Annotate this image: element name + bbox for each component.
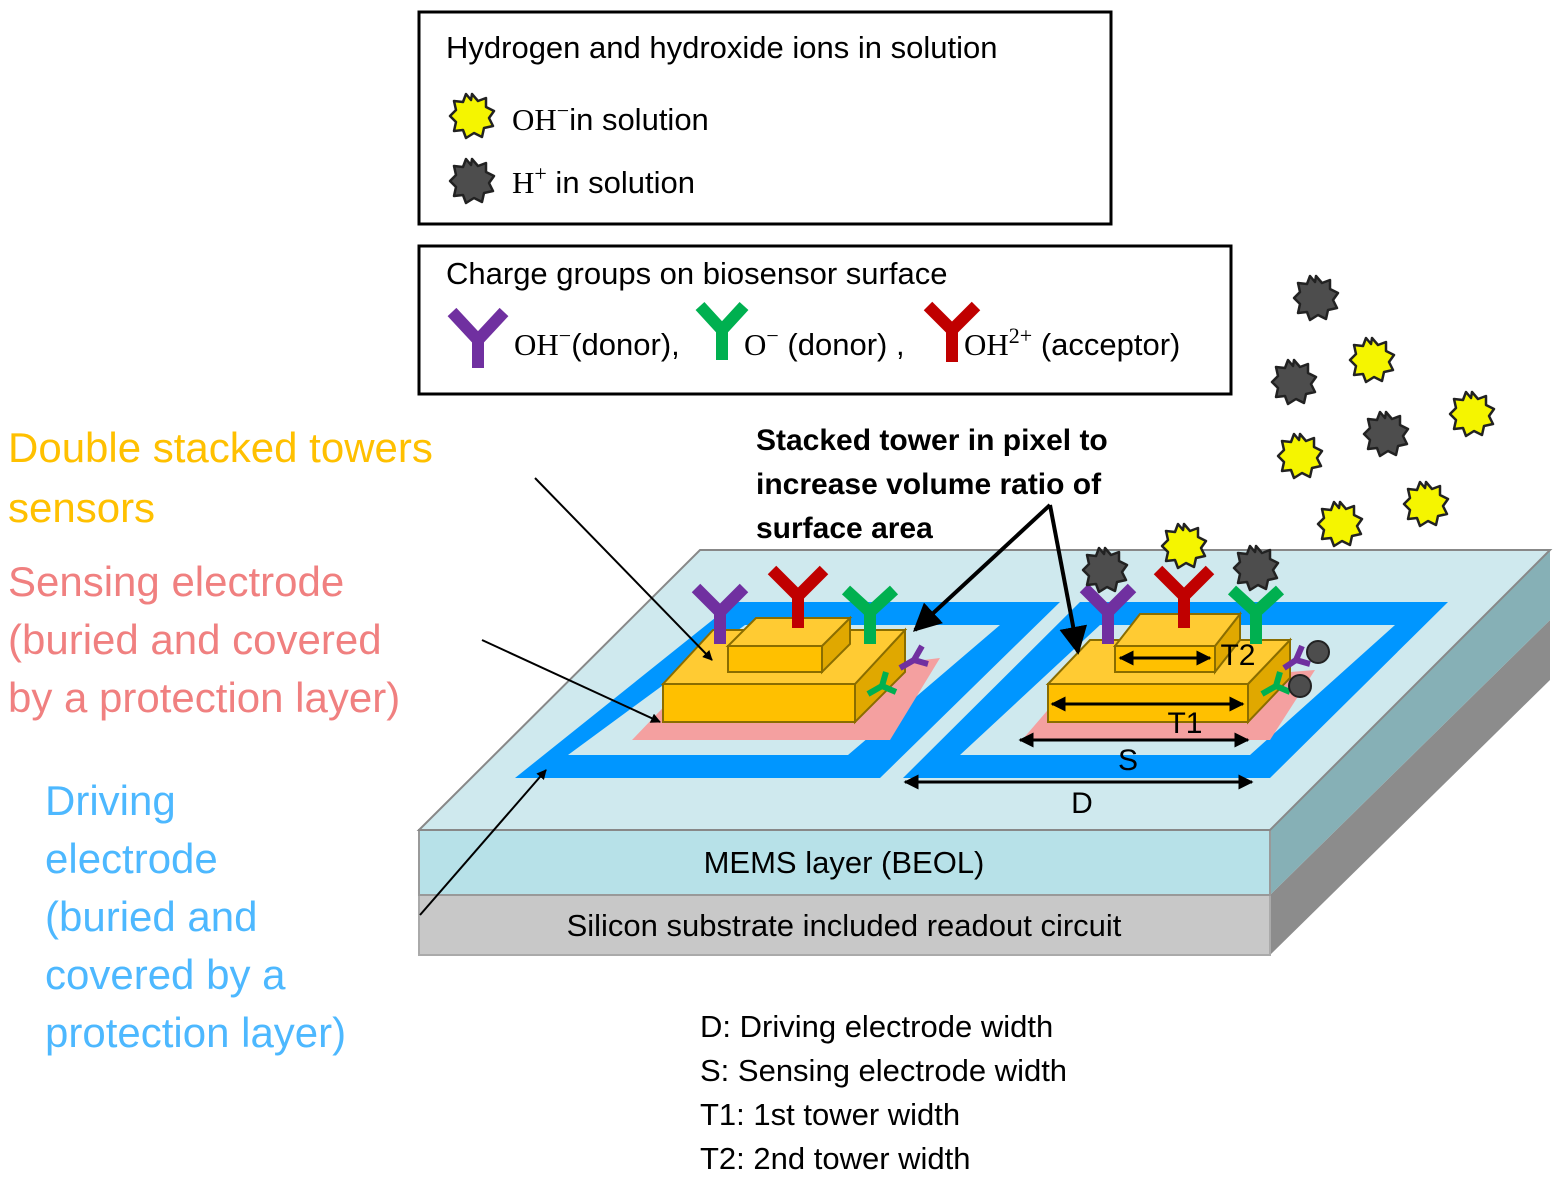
purple-y-right-tower xyxy=(1079,583,1137,644)
driving-label-line3: (buried and xyxy=(45,893,257,940)
oh2-acceptor-charge: 2+ xyxy=(1009,323,1032,348)
sensing-label-line3: by a protection layer) xyxy=(8,674,400,721)
substrate-side-face xyxy=(1270,620,1550,955)
small-h-ion-1 xyxy=(1306,640,1330,664)
oh-ion-charge: − xyxy=(557,98,569,123)
green-y-left-tower xyxy=(841,585,899,644)
small-h-ion-2 xyxy=(1288,674,1312,698)
mems-layer xyxy=(418,829,1271,896)
leader-lines xyxy=(419,477,713,916)
driving-label-line5: protection layer) xyxy=(45,1009,346,1056)
o-donor-charge: − xyxy=(766,323,778,348)
o-donor-symbol: O xyxy=(744,327,766,362)
h-ion-text: in solution xyxy=(547,165,695,200)
stacked-arrow-left xyxy=(912,503,1052,632)
towers-leader xyxy=(534,477,713,661)
stacked-label-line1: Stacked tower in pixel to xyxy=(756,424,1108,457)
oh-ion-text: in solution xyxy=(569,102,709,137)
h-ion-icon xyxy=(1270,358,1318,406)
h-ion-symbol: H xyxy=(512,165,534,200)
red-y-icon xyxy=(923,301,981,362)
t2-label: T2 xyxy=(1220,639,1255,672)
h-ion-charge: + xyxy=(534,161,546,186)
definition-t1: T1: 1st tower width xyxy=(700,1097,960,1132)
oh-donor-symbol: OH xyxy=(514,327,559,362)
ions-legend-box xyxy=(417,10,1113,226)
oh-ion-icon xyxy=(1402,480,1450,528)
towers-label-line1: Double stacked towers xyxy=(8,424,433,471)
driving-label-line2: electrode xyxy=(45,835,218,882)
driving-electrode-right xyxy=(903,602,1448,778)
green-y-right-side xyxy=(1260,671,1292,697)
substrate-layer xyxy=(418,894,1271,956)
charge-groups-legend-title: Charge groups on biosensor surface xyxy=(446,256,947,291)
sensing-label-line2: (buried and covered xyxy=(8,616,382,663)
definitions-list: D: Driving electrode width S: Sensing el… xyxy=(700,1009,1067,1176)
sensing-label: Sensing electrode (buried and covered by… xyxy=(8,558,400,721)
mems-side-face xyxy=(1270,550,1550,895)
ions-legend-title: Hydrogen and hydroxide ions in solution xyxy=(446,30,997,65)
purple-y-right-side xyxy=(1282,644,1311,671)
svg-text:OH2+ (acceptor): OH2+ (acceptor) xyxy=(964,323,1180,362)
oh2-acceptor-text: (acceptor) xyxy=(1032,327,1180,362)
red-y-right-tower xyxy=(1153,565,1215,628)
mems-layer-label: MEMS layer (BEOL) xyxy=(704,845,985,880)
purple-y-icon xyxy=(447,307,509,368)
svg-text:OH−(donor),: OH−(donor), xyxy=(514,323,680,362)
svg-text:H+ in solution: H+ in solution xyxy=(512,161,695,200)
towers-label-line2: sensors xyxy=(8,484,155,531)
s-label: S xyxy=(1118,744,1138,777)
svg-text:O− (donor) ,: O− (donor) , xyxy=(744,323,905,362)
green-y-left-side xyxy=(866,671,898,697)
dimension-arrows xyxy=(903,650,1254,790)
stacked-tower-annotation: Stacked tower in pixel to increase volum… xyxy=(756,424,1108,655)
h-ion-icon xyxy=(1292,274,1340,322)
towers-label: Double stacked towers sensors xyxy=(8,424,433,531)
driving-label-line1: Driving xyxy=(45,777,176,824)
charge-groups-legend-box xyxy=(417,244,1233,396)
green-y-right-tower xyxy=(1227,585,1285,644)
definition-d: D: Driving electrode width xyxy=(700,1009,1053,1044)
red-y-left-tower xyxy=(767,565,829,628)
h-ion-icon xyxy=(1362,410,1410,458)
oh-ion-icon xyxy=(1348,336,1396,384)
stacked-label-line2: increase volume ratio of xyxy=(756,468,1102,501)
driving-electrode-left xyxy=(515,602,1060,778)
stacked-arrow-right xyxy=(1048,504,1088,655)
o-donor-text: (donor) , xyxy=(779,327,905,362)
driving-leader xyxy=(419,769,547,916)
definition-s: S: Sensing electrode width xyxy=(700,1053,1067,1088)
d-label: D xyxy=(1071,787,1093,820)
ions-legend: Hydrogen and hydroxide ions in solution … xyxy=(417,10,1113,226)
oh-donor-text: (donor), xyxy=(571,327,680,362)
tower-left xyxy=(632,565,940,740)
driving-label: Driving electrode (buried and covered by… xyxy=(45,777,346,1056)
oh-ion-icon xyxy=(1448,390,1496,438)
oh2-acceptor-symbol: OH xyxy=(964,327,1009,362)
definition-t2: T2: 2nd tower width xyxy=(700,1141,971,1176)
oh-ion-icon xyxy=(1276,432,1324,480)
sensing-leader xyxy=(481,639,661,723)
substrate-layer-label: Silicon substrate included readout circu… xyxy=(567,908,1122,943)
oh-donor-charge: − xyxy=(559,323,571,348)
stacked-label-line3: surface area xyxy=(756,512,933,545)
oh-ion-symbol: OH xyxy=(512,102,557,137)
purple-y-left-side xyxy=(898,644,929,671)
oh-ion-icon xyxy=(1316,500,1364,548)
charge-groups-legend: Charge groups on biosensor surface OH−(d… xyxy=(417,244,1233,396)
svg-text:OH−in solution: OH−in solution xyxy=(512,98,709,137)
green-y-icon xyxy=(695,301,749,360)
driving-label-line4: covered by a xyxy=(45,951,286,998)
sensing-label-line1: Sensing electrode xyxy=(8,558,344,605)
t1-label: T1 xyxy=(1167,707,1202,740)
purple-y-left-tower xyxy=(691,583,749,644)
